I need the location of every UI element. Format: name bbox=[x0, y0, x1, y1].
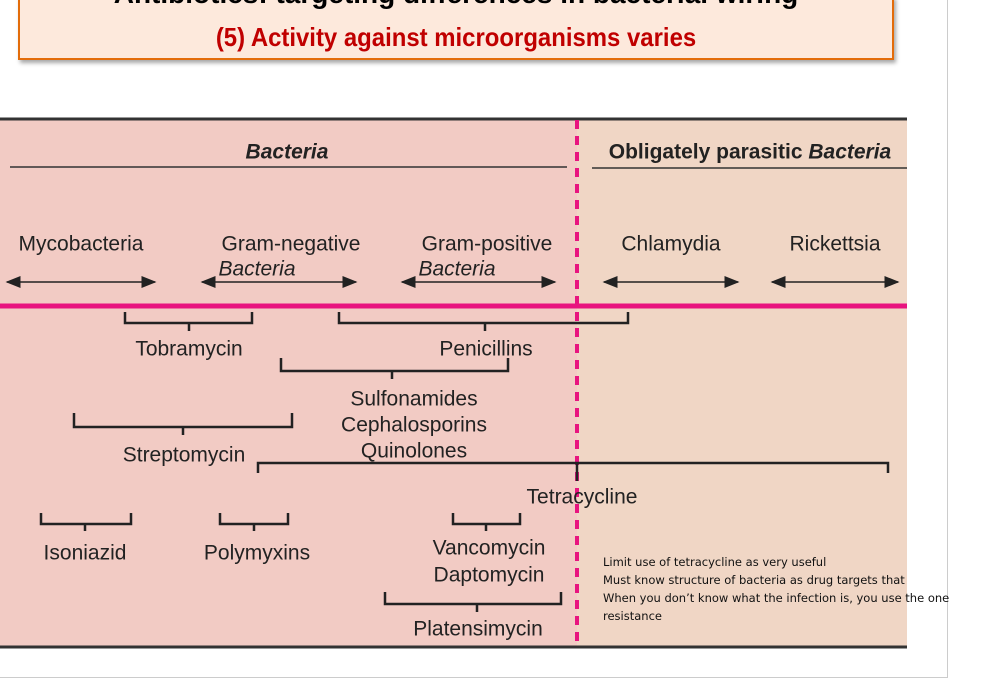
slide: Antibiotics: targeting differences in ba… bbox=[0, 0, 948, 678]
group-gram-negative: Gram-negative bbox=[221, 232, 361, 256]
group-chlamydia: Chlamydia bbox=[621, 232, 721, 256]
note-line: Limit use of tetracycline as very useful bbox=[603, 555, 827, 569]
group-mycobacteria: Mycobacteria bbox=[18, 232, 144, 256]
speaker-notes[interactable]: Limit use of tetracycline as very useful… bbox=[603, 553, 949, 625]
group-gram-positive-sub: Bacteria bbox=[418, 257, 496, 281]
drug-sulfonamides: Sulfonamides bbox=[350, 387, 478, 411]
drug-isoniazid: Isoniazid bbox=[43, 541, 127, 565]
bracket-vancomycin bbox=[451, 513, 522, 531]
note-line: When you don’t know what the infection i… bbox=[603, 591, 950, 605]
bracket-penicillins bbox=[337, 312, 630, 331]
note-line: resistance bbox=[603, 609, 662, 623]
drug-penicillins: Penicillins bbox=[439, 337, 533, 361]
bracket-platensimycin bbox=[383, 592, 563, 612]
bracket-tobramycin bbox=[123, 312, 254, 331]
drug-tobramycin: Tobramycin bbox=[135, 337, 243, 361]
drug-streptomycin: Streptomycin bbox=[122, 443, 246, 467]
bracket-polymyxins bbox=[218, 513, 290, 531]
drug-polymyxins: Polymyxins bbox=[203, 541, 311, 565]
drug-quinolones: Quinolones bbox=[360, 439, 468, 463]
bracket-sulfonamides bbox=[279, 358, 510, 379]
drug-daptomycin: Daptomycin bbox=[433, 563, 545, 587]
cut-off-heading: Antibiotics: targeting differences in ba… bbox=[20, 0, 892, 10]
bracket-streptomycin bbox=[72, 413, 294, 435]
header-obligately-parasitic: Obligately parasitic Bacteria bbox=[609, 142, 891, 163]
bacteria-region bbox=[0, 120, 577, 647]
slide-title: (5) Activity against microorganisms vari… bbox=[215, 22, 697, 52]
parasitic-region bbox=[577, 120, 907, 647]
drug-platensimycin: Platensimycin bbox=[413, 617, 543, 641]
drug-cephalosporins: Cephalosporins bbox=[341, 413, 487, 437]
group-gram-negative-sub: Bacteria bbox=[218, 257, 296, 281]
header-parasitic-italic: Bacteria bbox=[808, 140, 892, 164]
header-parasitic-prefix: Obligately parasitic bbox=[608, 140, 809, 164]
title-box: Antibiotics: targeting differences in ba… bbox=[18, 0, 894, 60]
note-line: Must know structure of bacteria as drug … bbox=[603, 573, 905, 587]
group-gram-positive: Gram-positive bbox=[421, 232, 553, 256]
drug-tetracycline: Tetracycline bbox=[526, 485, 638, 509]
drug-vancomycin: Vancomycin bbox=[432, 536, 546, 560]
bracket-tetracycline bbox=[256, 461, 890, 481]
group-rickettsia: Rickettsia bbox=[789, 232, 881, 256]
header-bacteria: Bacteria bbox=[245, 140, 329, 164]
spectrum-diagram bbox=[0, 117, 907, 649]
bracket-isoniazid bbox=[39, 513, 133, 531]
